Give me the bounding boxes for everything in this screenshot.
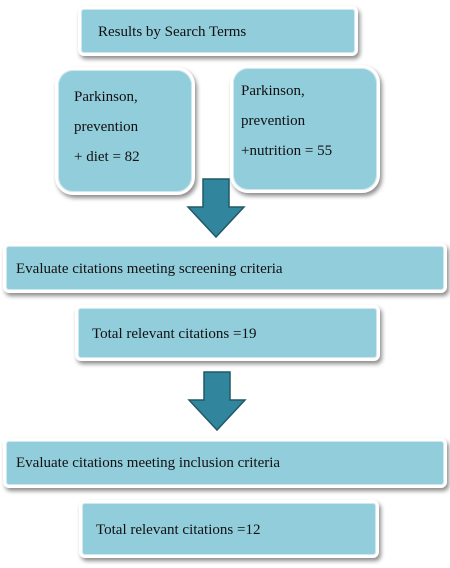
inclusion-result-label: Total relevant citations =12: [96, 522, 261, 538]
inclusion-step-label: Evaluate citations meeting inclusion cri…: [16, 455, 281, 471]
diet-search-line-3: + diet = 82: [74, 149, 140, 165]
nutrition-search-line-1: Parkinson,: [241, 83, 305, 99]
diet-search-box: Parkinson, prevention + diet = 82: [55, 67, 195, 195]
search-terms-header-box: Results by Search Terms: [78, 6, 358, 56]
screening-step-label: Evaluate citations meeting screening cri…: [16, 261, 283, 277]
down-arrow-icon: [186, 178, 246, 239]
inclusion-result-box: Total relevant citations =12: [79, 500, 379, 558]
screening-result-box: Total relevant citations =19: [75, 305, 380, 361]
nutrition-search-line-2: prevention: [241, 113, 306, 129]
down-arrow-shape: [187, 371, 247, 432]
nutrition-search-box: Parkinson, prevention +nutrition = 55: [230, 65, 380, 193]
search-terms-header-label: Results by Search Terms: [98, 24, 247, 40]
screening-result-label: Total relevant citations =19: [92, 326, 257, 342]
screening-step-box: Evaluate citations meeting screening cri…: [3, 243, 447, 293]
down-arrow-shape: [186, 178, 246, 239]
nutrition-search-text: Parkinson, prevention +nutrition = 55: [241, 76, 332, 166]
nutrition-search-line-3: +nutrition = 55: [241, 143, 333, 159]
diet-search-line-1: Parkinson,: [74, 89, 138, 105]
diet-search-line-2: prevention: [74, 119, 139, 135]
inclusion-step-box: Evaluate citations meeting inclusion cri…: [3, 438, 447, 488]
diet-search-text: Parkinson, prevention + diet = 82: [74, 82, 140, 172]
down-arrow-icon: [187, 371, 247, 432]
